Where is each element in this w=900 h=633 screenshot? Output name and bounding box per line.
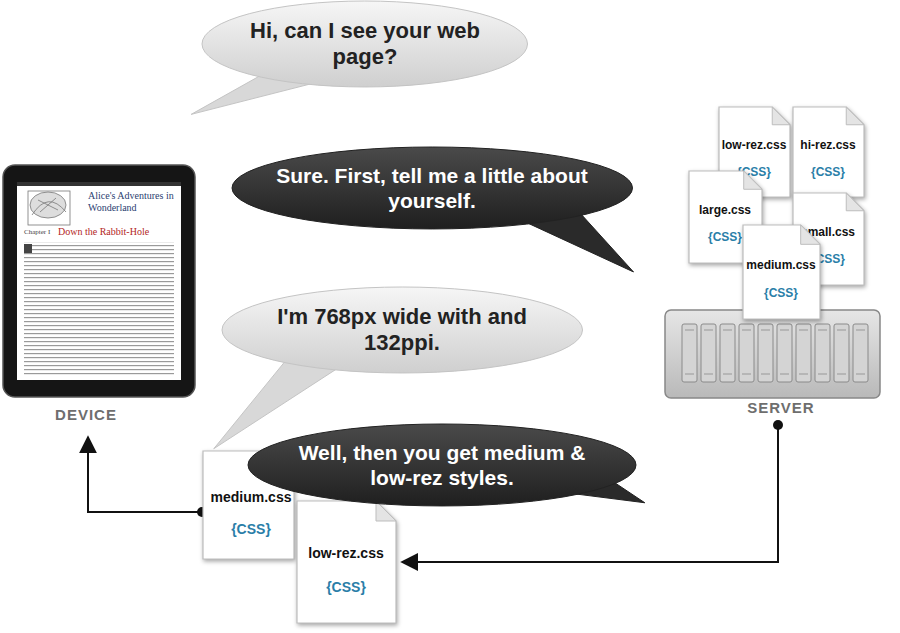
screen-text: Alice's Adventures in Wonderland: [88, 190, 174, 213]
speech-bubble-shape: [231, 146, 634, 230]
speech-text: Sure. First, tell me a little about your…: [271, 163, 593, 213]
css-file: hi-rez.css {CSS}: [790, 104, 866, 198]
file-text-wrap: medium.css {CSS}: [200, 489, 296, 537]
file-name: low-rez.css: [716, 138, 792, 152]
file-name: medium.css: [206, 489, 296, 505]
speech-text: Well, then you get medium & low-rez styl…: [286, 440, 598, 490]
bubble-text-wrap: Sure. First, tell me a little about your…: [271, 163, 593, 213]
side-label: SERVER: [735, 399, 827, 416]
css-file: low-rez.css {CSS}: [294, 498, 398, 624]
flow-lines: [88, 420, 783, 562]
file-text-wrap: hi-rez.css {CSS}: [790, 138, 866, 179]
speech-bubble-shape: [247, 423, 637, 507]
file-type: {CSS}: [294, 579, 398, 595]
file-type: {CSS}: [790, 165, 866, 179]
file-text-wrap: medium.css {CSS}: [740, 258, 822, 300]
tablet-device: [3, 165, 195, 397]
file-type: {CSS}: [206, 521, 296, 537]
screen-text: Down the Rabbit-Hole: [58, 226, 174, 238]
speech-text: Hi, can I see your web page?: [234, 18, 496, 71]
server-unit: [665, 310, 880, 398]
file-name: large.css: [686, 203, 764, 217]
speech-text: I'm 768px wide with and 132ppi.: [257, 304, 547, 357]
speech-bubble: Sure. First, tell me a little about your…: [231, 146, 634, 230]
file-name: hi-rez.css: [790, 138, 866, 152]
speech-bubble: I'm 768px wide with and 132ppi.: [221, 286, 584, 374]
bubble-text-wrap: I'm 768px wide with and 132ppi.: [257, 304, 547, 357]
screen-text: Chapter I: [24, 228, 60, 236]
css-file: medium.css {CSS}: [740, 222, 822, 320]
speech-bubble: Hi, can I see your web page?: [201, 0, 529, 88]
bubble-text-wrap: Well, then you get medium & low-rez styl…: [286, 440, 598, 490]
file-name: medium.css: [740, 258, 822, 272]
bubble-text-wrap: Hi, can I see your web page?: [234, 18, 496, 71]
speech-bubble: Well, then you get medium & low-rez styl…: [247, 423, 637, 507]
file-type: {CSS}: [740, 286, 822, 300]
file-name: low-rez.css: [294, 545, 398, 561]
side-label: DEVICE: [40, 406, 132, 423]
file-text-wrap: low-rez.css {CSS}: [294, 545, 398, 595]
